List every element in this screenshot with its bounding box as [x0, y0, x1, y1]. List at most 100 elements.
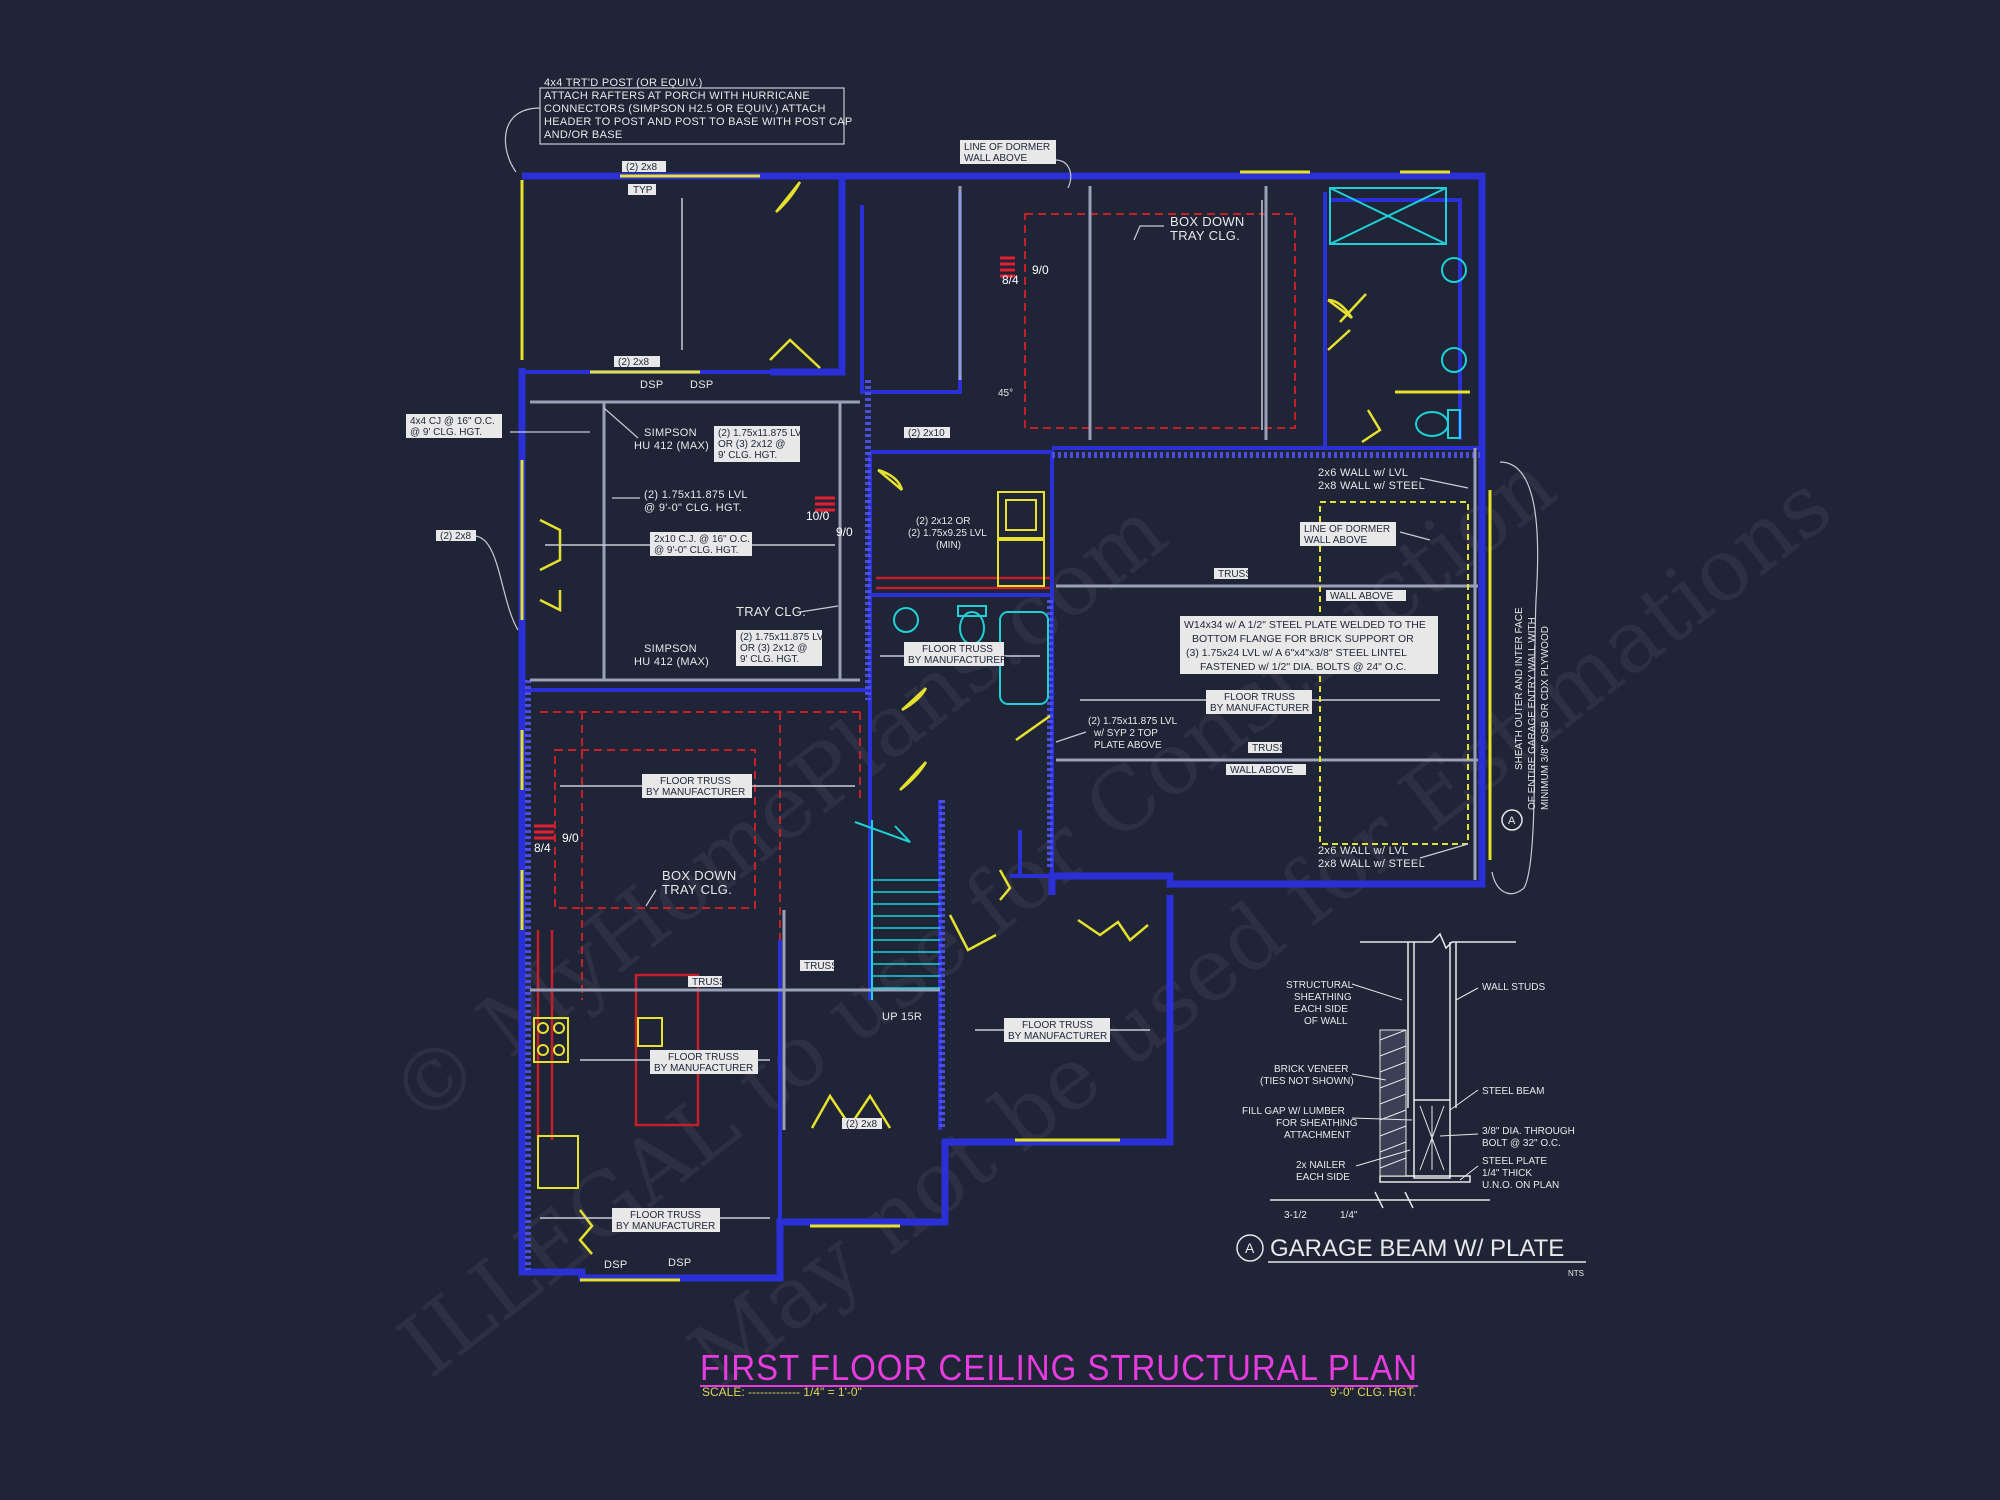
door-porch [775, 181, 802, 213]
tag-ft-2-bg [1206, 690, 1312, 714]
burner-2 [553, 1022, 565, 1034]
lvl-top-plate: (2) 1.75x11.875 LVL w/ SYP 2 TOP PLATE A… [1088, 716, 1180, 751]
tag-ft-2: FLOOR TRUSS BY MANUFACTURER [1210, 692, 1309, 714]
toilet-master [1415, 411, 1449, 437]
wall-p [1330, 198, 1462, 440]
bearing-1 [1000, 256, 1015, 278]
stair-up-arrow [854, 821, 911, 843]
sink-2 [1441, 347, 1467, 373]
west-wall [518, 368, 1174, 1282]
wall-2x6-top: 2x6 WALL w/ LVL 2x8 WALL w/ STEEL [1318, 467, 1425, 492]
tag-truss-a-bg [1214, 568, 1248, 579]
tag-2x12-bg [904, 427, 950, 438]
tray-master [1024, 213, 1296, 429]
detail-wall-lines [1270, 932, 1516, 1209]
beam-9-0b: 9/0 [836, 525, 853, 539]
tag-ft-1-bg [904, 642, 1004, 666]
door-flex [1077, 918, 1149, 942]
tag-truss-b-bg [1248, 742, 1282, 753]
angle-45: 45° [998, 388, 1013, 399]
porch-note: 4x4 TRT'D POST (OR EQUIV.) ATTACH RAFTER… [544, 77, 856, 141]
leader-dormer [1054, 159, 1072, 189]
detail-dim-tick-1 [1374, 1191, 1384, 1209]
detail-dim-right: 1/4" [1340, 1210, 1358, 1221]
tag-truss-b: TRUSS [1252, 743, 1286, 754]
tag-cj-mid: 2x10 C.J. @ 16" O.C. @ 9'-0" CLG. HGT. [654, 534, 753, 556]
beam-bearing-marks [534, 256, 1015, 840]
drawing-clg-hgt: 9'-0" CLG. HGT. [1330, 1385, 1416, 1399]
door-stair [948, 914, 997, 952]
leader-sheath [1491, 461, 1539, 895]
stairs [872, 879, 940, 989]
watermark: © MyHomePlans.com ILLEGAL to use for Con… [371, 434, 1850, 1406]
detail-bolt: 3/8" DIA. THROUGH BOLT @ 32" O.C. [1482, 1126, 1578, 1149]
tag-cj: 4x4 CJ @ 16" O.C. @ 9' CLG. HGT. [410, 416, 498, 438]
tag-lvl-1-bg [714, 426, 800, 462]
door-upper [1327, 329, 1351, 351]
tray-ceilings [540, 213, 1296, 1000]
tag-truss-d-bg [800, 960, 834, 971]
ld-6 [1439, 1133, 1479, 1137]
detail-dim-tick-2 [1404, 1191, 1414, 1209]
tag-ft-4: FLOOR TRUSS BY MANUFACTURER [654, 1052, 753, 1074]
drawing-scale: SCALE: ------------- 1/4" = 1'-0" [702, 1385, 862, 1399]
detail-wall-studs: WALL STUDS [1482, 982, 1545, 993]
tag-lvl-2-bg [736, 630, 822, 666]
detail-beam [1413, 1099, 1451, 1179]
tag-ft-6-bg [612, 1208, 720, 1232]
leader-lvl-top [1055, 731, 1087, 743]
detail-steel-beam: STEEL BEAM [1482, 1086, 1544, 1097]
tag-cj-bg [406, 414, 502, 438]
door-garage [1015, 714, 1051, 742]
tag-ft-6: FLOOR TRUSS BY MANUFACTURER [616, 1210, 715, 1232]
door-bath-2 [1339, 293, 1367, 323]
refrigerator [537, 1135, 579, 1189]
tag-truss-d: TRUSS [804, 961, 838, 972]
dsp-3: DSP [604, 1259, 628, 1271]
ld-1 [1351, 983, 1403, 1001]
leader-wall-bot [1419, 843, 1469, 859]
tray-clg: TRAY CLG. [736, 604, 806, 619]
hatched-beam-lines [525, 380, 1480, 1270]
tag-2x8-d-bg [842, 1118, 882, 1129]
door-den-2 [539, 590, 562, 613]
steel-note-box [1180, 616, 1438, 674]
detail-dim-left: 3-1/2 [1284, 1210, 1307, 1221]
tag-2x8-b-bg [614, 356, 660, 367]
leader-dormer2 [1399, 531, 1431, 541]
garage-dormer-outline [1319, 501, 1469, 845]
drawing-title: FIRST FLOOR CEILING STRUCTURAL PLAN [700, 1347, 1418, 1388]
sink-hall [893, 607, 919, 633]
tag-typ-bg [628, 184, 656, 195]
washer-inner [1005, 499, 1037, 531]
garage-wall [1048, 448, 1486, 895]
island-sink [637, 1017, 663, 1047]
tag-2x8-c: (2) 2x8 [440, 531, 472, 542]
detail-plate [1379, 1175, 1471, 1183]
grey-beams [530, 186, 1478, 1130]
tag-ft-1: FLOOR TRUSS BY MANUFACTURER [908, 644, 1007, 666]
tag-wall-above-b: WALL ABOVE [1230, 765, 1294, 776]
north-wall [834, 172, 1486, 448]
tag-2x12: (2) 2x10 [908, 428, 945, 439]
leader-wall-top [1419, 477, 1469, 489]
detail-beam-x [1419, 1105, 1445, 1171]
tag-truss-c-bg [688, 976, 722, 987]
tray-dining [554, 749, 756, 909]
range [533, 1017, 569, 1063]
leader-post [504, 107, 541, 173]
watermark-line-3: May not be used for Estimations [671, 455, 1850, 1407]
bubble-a-plan [1501, 809, 1523, 831]
box-down-2: BOX DOWN TRAY CLG. [662, 868, 741, 897]
tag-dormer2: LINE OF DORMER WALL ABOVE [1304, 524, 1393, 546]
tag-lvl-2: (2) 1.75x11.875 LVL OR (3) 2x12 @ 9' CLG… [740, 632, 832, 665]
bearing-2 [815, 496, 835, 512]
ld-8 [1459, 1165, 1479, 1181]
ld-5 [1351, 1117, 1413, 1121]
plan-notes: 4x4 TRT'D POST (OR EQUIV.) ATTACH RAFTER… [406, 77, 1551, 1271]
ld-7 [1355, 1149, 1411, 1167]
ld-4 [1449, 1089, 1479, 1111]
beam-9-0c: 9/0 [562, 831, 579, 845]
lvl-2: (2) 1.75x11.875 LVL @ 9'-0" CLG. HGT. [644, 489, 751, 514]
